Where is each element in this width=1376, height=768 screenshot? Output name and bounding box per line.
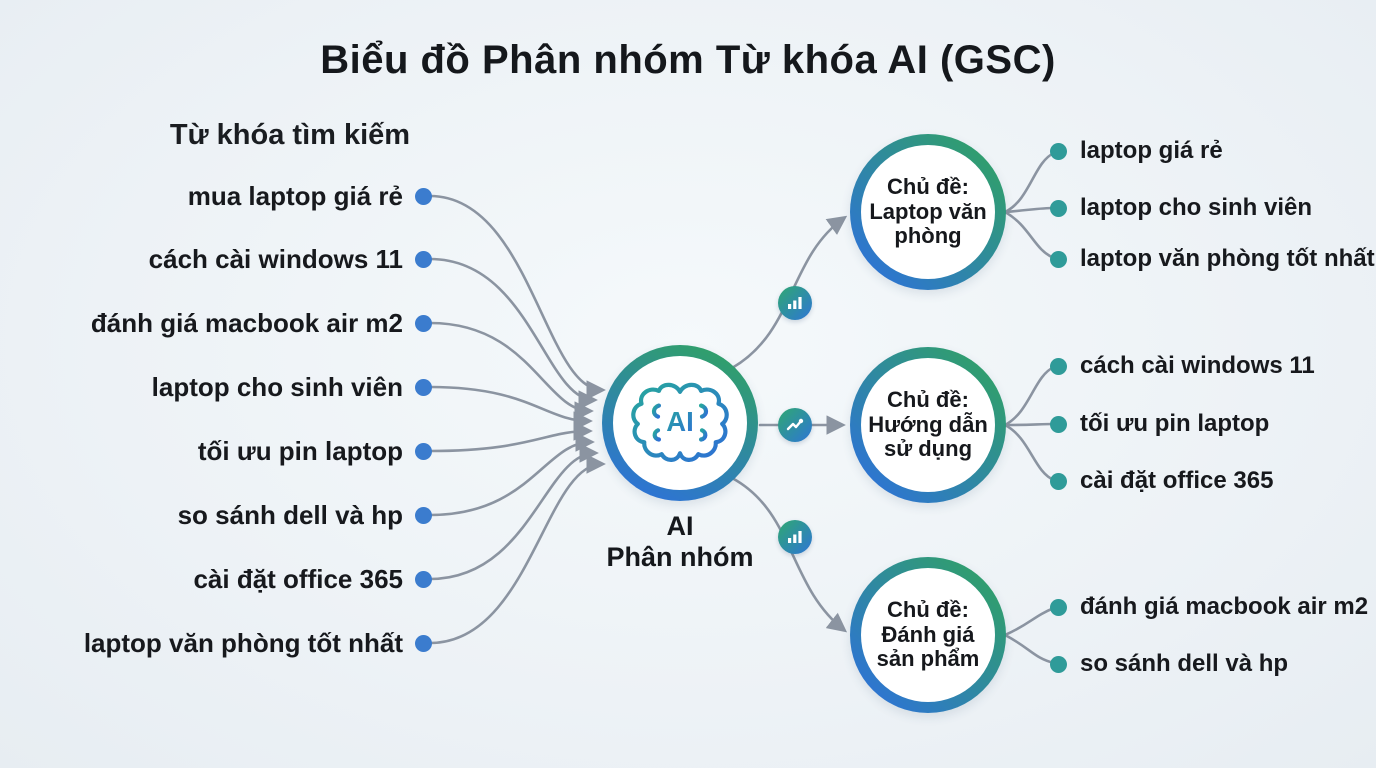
ai-icon-text: AI <box>666 406 694 437</box>
connector-path <box>428 194 606 400</box>
ai-node-label-line1: AI <box>666 511 694 541</box>
cluster-keyword-dot <box>1050 199 1067 217</box>
keyword-dot <box>415 378 432 396</box>
cluster-keyword-label: laptop văn phòng tốt nhất <box>1080 245 1375 272</box>
cluster-title-prefix: Chủ đề: <box>887 173 969 199</box>
cluster-keyword-label: đánh giá macbook air m2 <box>1080 593 1369 620</box>
connector-path <box>428 257 598 410</box>
connector-path <box>1003 633 1056 665</box>
cluster-keyword-item: laptop giá rẻ <box>1050 133 1376 169</box>
cluster-keyword-dot <box>1050 357 1067 375</box>
connector-path <box>1003 151 1056 214</box>
cluster-keyword-item: đánh giá macbook air m2 <box>1050 589 1376 625</box>
cluster-keyword-dot <box>1050 655 1067 673</box>
source-keyword-label: mua laptop giá rẻ <box>187 180 403 211</box>
source-keyword-label: laptop cho sinh viên <box>151 371 403 402</box>
keyword-dot <box>415 187 432 205</box>
connector-path <box>428 385 593 431</box>
cluster-keyword-item: laptop cho sinh viên <box>1050 190 1376 226</box>
cluster-keyword-dot <box>1050 598 1067 616</box>
source-keyword-item: laptop văn phòng tốt nhất <box>0 625 432 661</box>
connector-path <box>1003 210 1056 260</box>
connector-path <box>428 454 606 645</box>
cluster-keyword-item: tối ưu pin laptop <box>1050 406 1376 442</box>
bar-chart-icon <box>778 520 812 554</box>
source-keyword-label: cách cài windows 11 <box>148 243 403 274</box>
source-keyword-item: cách cài windows 11 <box>0 241 432 277</box>
cluster-keyword-dot <box>1050 142 1067 160</box>
connector-path <box>1003 422 1056 427</box>
topic-cluster-circle: Chủ đề: Đánh giá sản phẩm <box>850 557 1006 713</box>
topic-cluster-circle: Chủ đề: Hướng dẫn sử dụng <box>850 347 1006 503</box>
source-keyword-label: laptop văn phòng tốt nhất <box>83 627 403 658</box>
cluster-keyword-label: cài đặt office 365 <box>1080 467 1274 494</box>
source-keyword-item: tối ưu pin laptop <box>0 433 432 469</box>
bar-chart-icon <box>778 286 812 320</box>
source-keyword-item: cài đặt office 365 <box>0 561 432 597</box>
page-title: Biểu đồ Phân nhóm Từ khóa AI (GSC) <box>320 38 1056 82</box>
source-keyword-label: cài đặt office 365 <box>193 563 403 594</box>
topic-cluster-circle: Chủ đề: Laptop văn phòng <box>850 134 1006 290</box>
connector-path <box>428 321 594 421</box>
cluster-keyword-dot <box>1050 415 1067 433</box>
cluster-keyword-dot <box>1050 250 1067 268</box>
connector-path <box>428 443 599 581</box>
cluster-title-prefix: Chủ đề: <box>887 386 969 412</box>
trend-line-icon <box>778 408 812 442</box>
source-keyword-item: đánh giá macbook air m2 <box>0 305 432 341</box>
source-keyword-label: đánh giá macbook air m2 <box>90 307 403 338</box>
cluster-title-name: Laptop văn phòng <box>869 198 987 249</box>
cluster-keyword-item: cách cài windows 11 <box>1050 348 1376 384</box>
ai-node-label-line2: Phân nhóm <box>606 542 754 572</box>
source-keyword-item: so sánh dell và hp <box>0 497 432 533</box>
connector-path <box>1003 365 1056 427</box>
connector-path <box>428 421 593 453</box>
keyword-dot <box>415 442 432 460</box>
connector-path <box>428 432 595 517</box>
keyword-dot <box>415 506 432 524</box>
source-keyword-item: mua laptop giá rẻ <box>0 178 432 214</box>
left-column-title: Từ khóa tìm kiếm <box>169 119 411 151</box>
cluster-keyword-label: cách cài windows 11 <box>1080 352 1315 379</box>
cluster-keyword-label: so sánh dell và hp <box>1080 650 1289 677</box>
cluster-keyword-label: laptop giá rẻ <box>1080 137 1223 164</box>
cluster-keyword-item: laptop văn phòng tốt nhất <box>1050 241 1376 277</box>
source-keyword-label: so sánh dell và hp <box>177 499 403 530</box>
cluster-keyword-label: tối ưu pin laptop <box>1080 410 1270 437</box>
connector-path <box>1003 606 1056 637</box>
keyword-dot <box>415 634 432 652</box>
source-keyword-item: laptop cho sinh viên <box>0 369 432 405</box>
ai-brain-icon: AI <box>631 382 729 462</box>
connector-path <box>1003 423 1056 482</box>
keyword-dot <box>415 570 432 588</box>
cluster-keyword-label: laptop cho sinh viên <box>1080 194 1313 221</box>
keyword-dot <box>415 250 432 268</box>
cluster-keyword-item: cài đặt office 365 <box>1050 463 1376 499</box>
cluster-keyword-dot <box>1050 472 1067 490</box>
cluster-title-name: Hướng dẫn sử dụng <box>868 411 988 462</box>
source-keyword-label: tối ưu pin laptop <box>197 435 403 466</box>
keyword-dot <box>415 314 432 332</box>
cluster-title-prefix: Chủ đề: <box>887 596 969 622</box>
cluster-keyword-item: so sánh dell và hp <box>1050 646 1376 682</box>
cluster-title-name: Đánh giá sản phẩm <box>876 621 980 672</box>
ai-cluster-node: AI <box>602 345 758 501</box>
